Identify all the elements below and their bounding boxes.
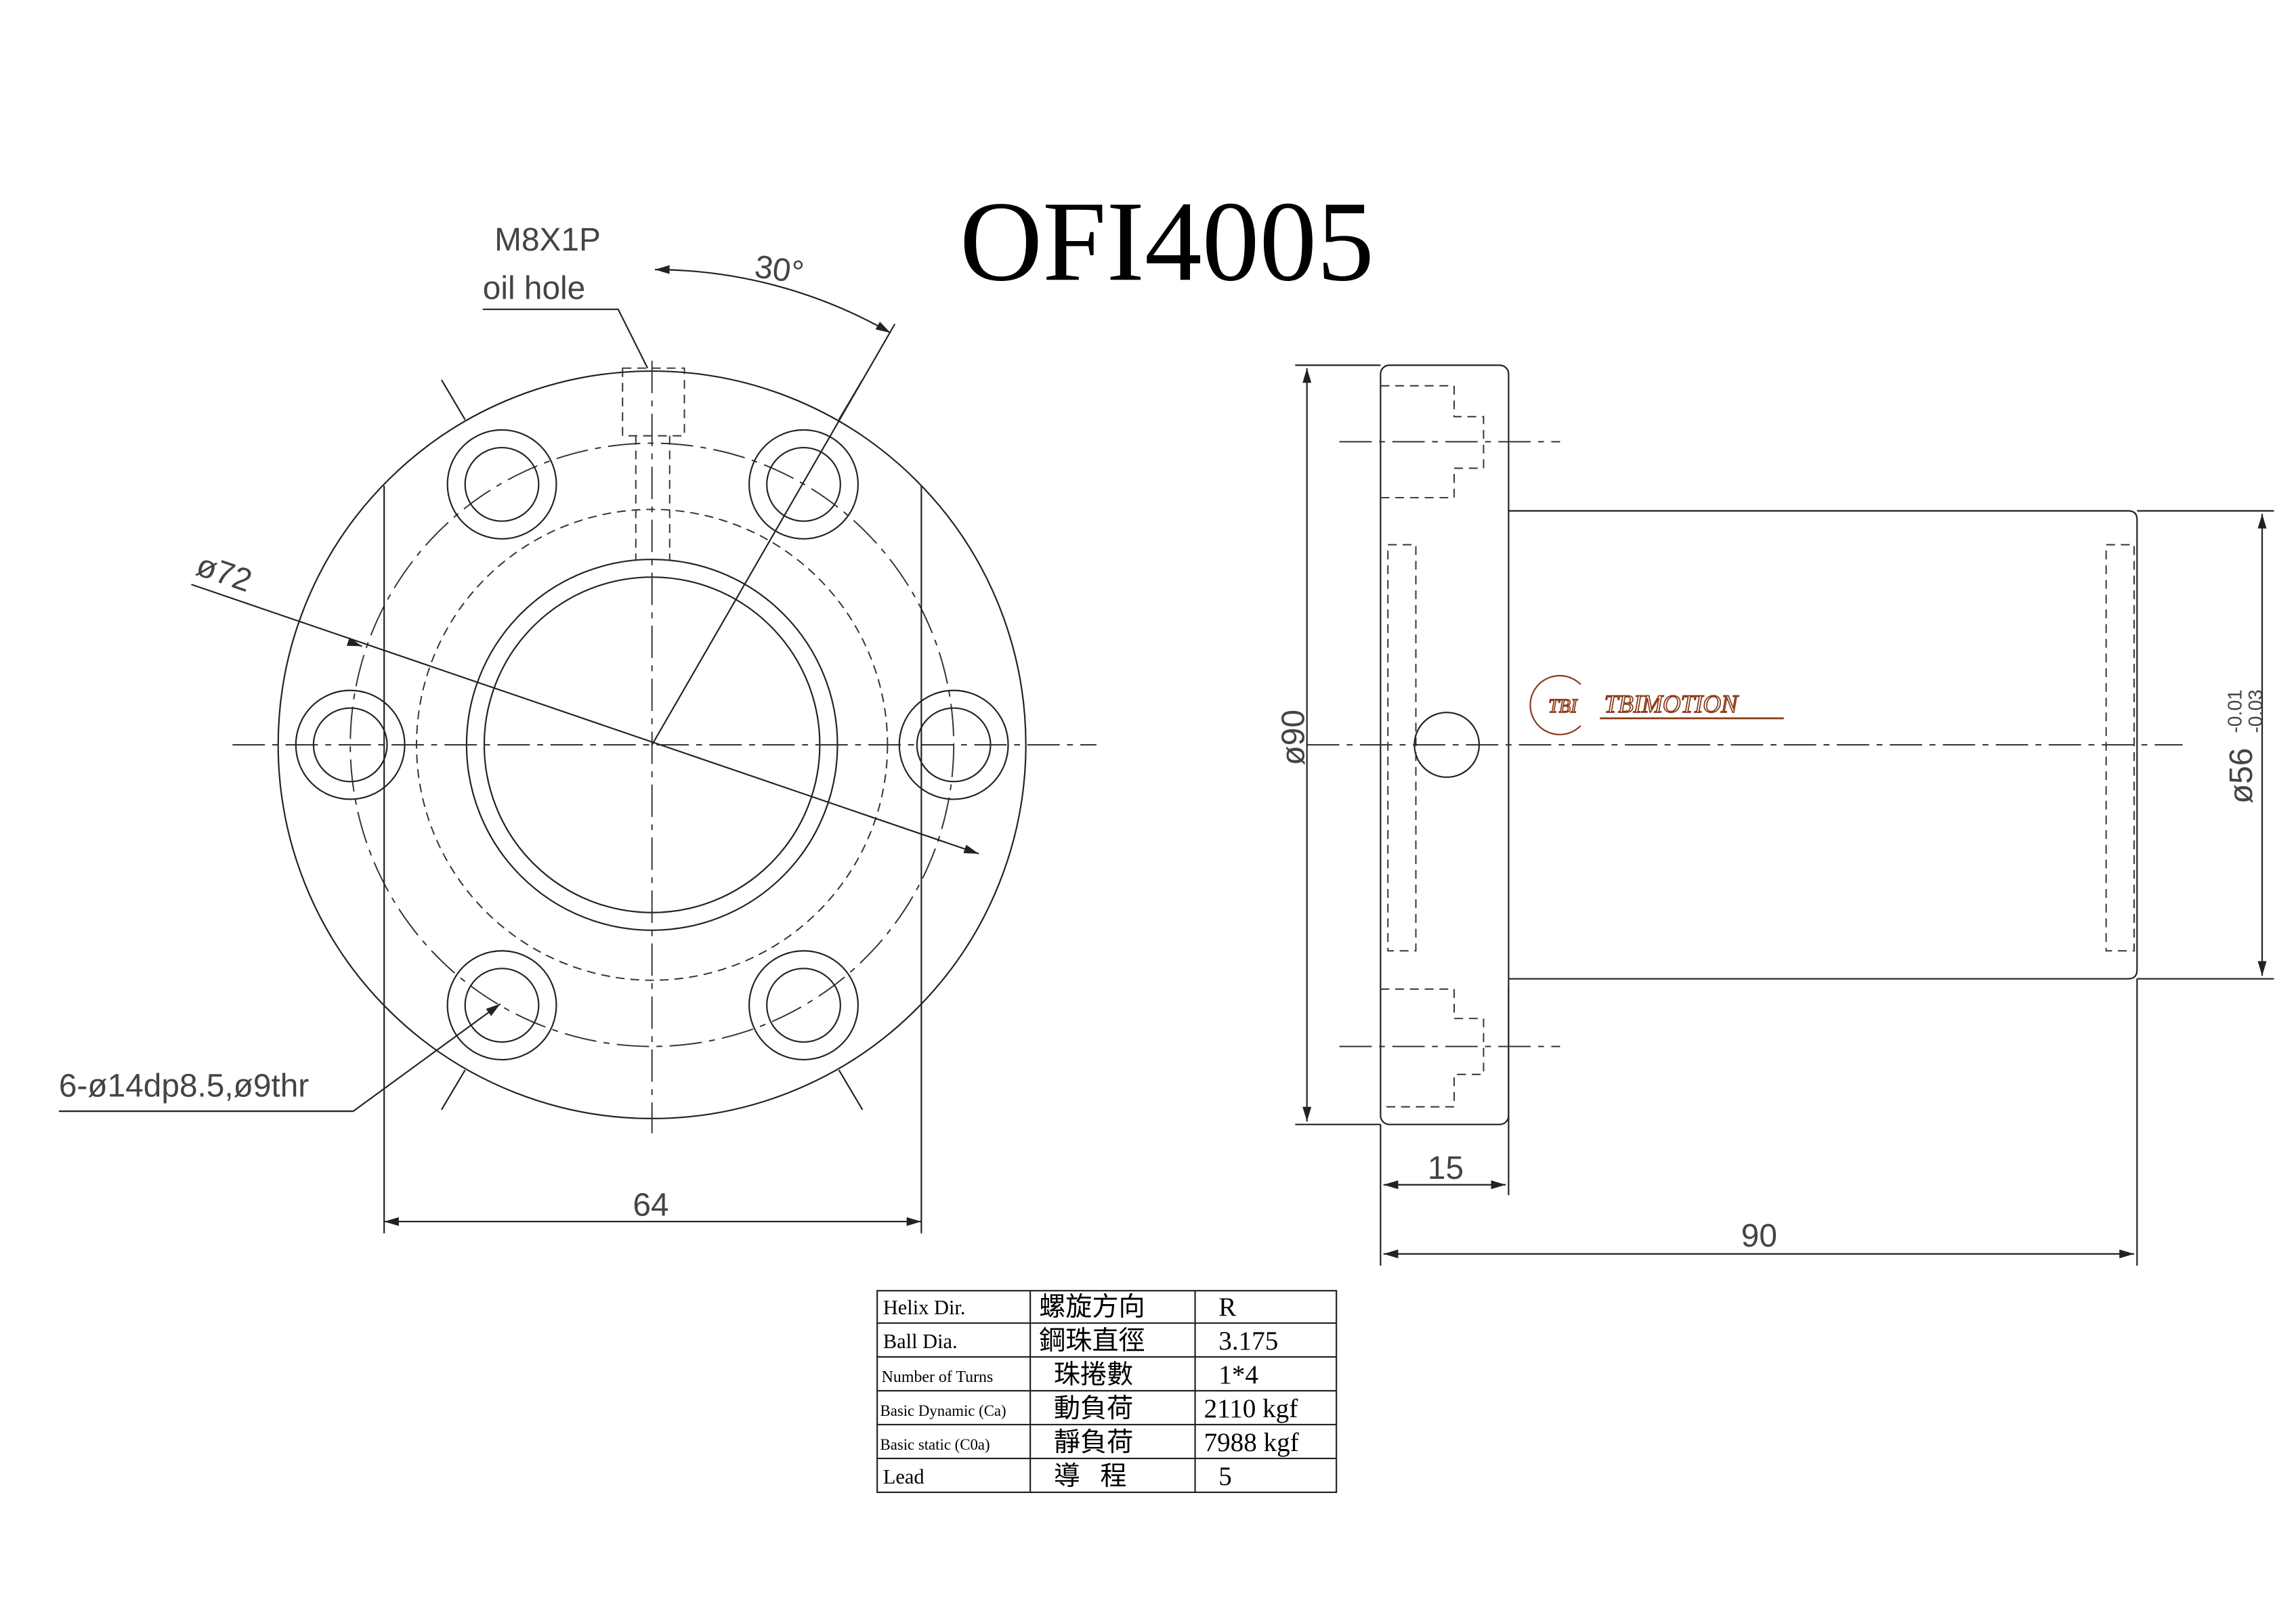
- front-view: M8X1P oil hole 30° ø72 6-ø14dp8.5,ø9thr …: [58, 222, 1097, 1234]
- logo-text: TBIMOTION: [1604, 690, 1739, 718]
- table-zh-label: 鋼珠直徑: [1039, 1326, 1145, 1356]
- table-en-label: Number of Turns: [882, 1368, 994, 1386]
- table-value: 1*4: [1218, 1360, 1258, 1389]
- table-en-label: Basic static (C0a): [880, 1436, 990, 1453]
- table-en-label: Helix Dir.: [883, 1296, 966, 1319]
- tolerance-lower: -0.03: [2245, 689, 2266, 733]
- table-en-label: Ball Dia.: [883, 1330, 958, 1353]
- table-value: 5: [1218, 1462, 1232, 1491]
- flat-width-dim: 64: [633, 1187, 668, 1223]
- table-zh-label: 螺旋方向: [1039, 1293, 1145, 1322]
- table-zh-label: 導 程: [1054, 1462, 1127, 1491]
- logo-mark: TBI: [1548, 696, 1578, 717]
- table-zh-label: 靜負荷: [1054, 1428, 1133, 1457]
- oil-hole: [622, 367, 685, 560]
- flange-thickness-dim: 15: [1428, 1150, 1464, 1186]
- pcd-label: ø72: [192, 547, 256, 599]
- table-value: 3.175: [1218, 1326, 1278, 1356]
- table-zh-label: 動負荷: [1054, 1394, 1133, 1423]
- angle-label: 30°: [752, 248, 806, 291]
- side-view: ø90 ø56 -0.01 -0.03 15 90 TBI TBIMOTION: [1275, 364, 2274, 1266]
- tolerance-upper: -0.01: [2224, 689, 2246, 733]
- table-zh-label: 珠捲數: [1054, 1360, 1133, 1389]
- oil-hole-thread-label: M8X1P: [494, 222, 601, 258]
- table-en-label: Basic Dynamic (Ca): [880, 1402, 1006, 1419]
- body-dia-dim: ø56: [2224, 748, 2259, 804]
- oil-port: [1413, 712, 1481, 778]
- spec-table: Helix Dir. 螺旋方向 R Ball Dia. 鋼珠直徑 3.175 N…: [876, 1290, 1338, 1494]
- nut-body: [1508, 510, 2138, 980]
- bolt-holes: [295, 429, 1009, 1061]
- flange-dia-dim: ø90: [1275, 710, 1311, 765]
- table-value: 7988 kgf: [1204, 1428, 1300, 1457]
- oil-hole-label: oil hole: [483, 271, 585, 307]
- tbimotion-logo: TBI TBIMOTION: [1529, 674, 1784, 735]
- length-dim: 90: [1741, 1218, 1777, 1254]
- table-value: 2110 kgf: [1204, 1394, 1299, 1423]
- holes-label: 6-ø14dp8.5,ø9thr: [59, 1068, 309, 1104]
- table-value: R: [1218, 1293, 1237, 1322]
- part-number-title: OFI4005: [960, 177, 1374, 305]
- table-en-label: Lead: [883, 1465, 924, 1488]
